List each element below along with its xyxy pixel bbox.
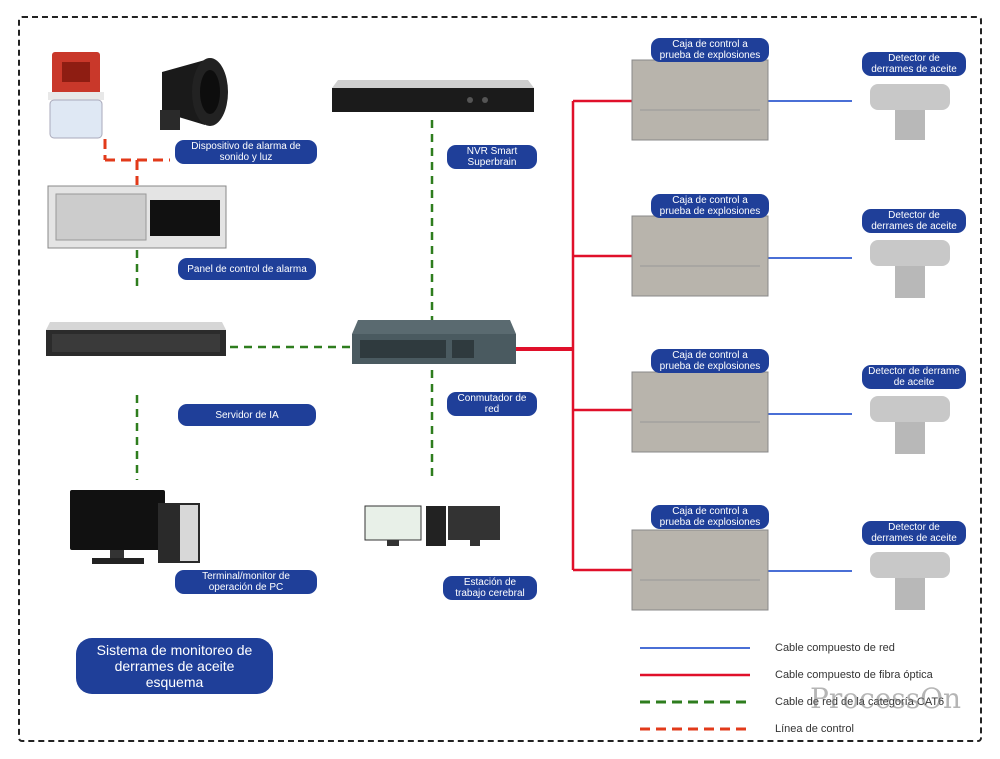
legend-fiber-label: Cable compuesto de fibra óptica — [775, 669, 933, 681]
pc-terminal-label: Terminal/monitor de operación de PC — [175, 570, 317, 594]
oil-detector-4-icon — [870, 552, 950, 610]
detector-3-label: Detector de derrame de aceite — [862, 365, 966, 389]
explosion-box-2-icon — [631, 215, 769, 297]
box-1-label: Caja de control a prueba de explosiones — [651, 38, 769, 62]
box-3-label: Caja de control a prueba de explosiones — [651, 349, 769, 373]
oil-detector-1-icon — [870, 84, 950, 140]
box-2-label: Caja de control a prueba de explosiones — [651, 194, 769, 218]
detector-1-label: Detector de derrames de aceite — [862, 52, 966, 76]
explosion-box-4-icon — [631, 529, 769, 611]
ai-server-label: Servidor de IA — [178, 404, 316, 426]
connections — [103, 99, 852, 572]
legend-cat6-label: Cable de red de la categoría CAT6 — [775, 696, 945, 708]
alarm-panel-icon — [47, 185, 227, 249]
horn-speaker-icon — [160, 58, 228, 130]
watermark: ProcessOn — [810, 682, 962, 715]
box-4-label: Caja de control a prueba de explosiones — [651, 505, 769, 529]
explosion-box-1-icon — [631, 59, 769, 141]
legend-network-label: Cable compuesto de red — [775, 642, 895, 654]
alarm-beacon-icon — [48, 52, 104, 139]
oil-detector-2-icon — [870, 240, 950, 298]
diagram-frame — [18, 16, 982, 742]
ai-server-icon — [46, 322, 226, 356]
switch-icon — [352, 320, 516, 364]
legend-lines — [640, 647, 750, 731]
alarm-panel-label: Panel de control de alarma — [178, 258, 316, 280]
fiber-trunk — [515, 99, 632, 572]
detector-2-label: Detector de derrames de aceite — [862, 209, 966, 233]
control-line-wire — [103, 139, 170, 185]
explosion-box-3-icon — [631, 371, 769, 453]
switch-label: Conmutador de red — [447, 392, 537, 416]
detector-4-label: Detector de derrames de aceite — [862, 521, 966, 545]
nvr-icon — [332, 80, 534, 112]
nvr-label: NVR Smart Superbrain — [447, 145, 537, 169]
legend-control-label: Línea de control — [775, 723, 854, 735]
pc-terminal-icon — [70, 490, 200, 564]
workstation-icon — [364, 505, 500, 546]
alarm-device-label: Dispositivo de alarma de sonido y luz — [175, 140, 317, 164]
workstation-label: Estación de trabajo cerebral — [443, 576, 537, 600]
oil-detector-3-icon — [870, 396, 950, 454]
diagram-title: Sistema de monitoreo de derrames de acei… — [76, 638, 273, 694]
